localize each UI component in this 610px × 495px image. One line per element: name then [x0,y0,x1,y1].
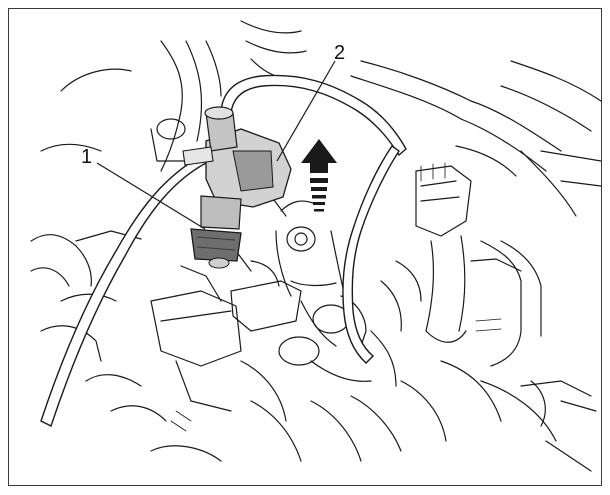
purge-valve-assembly [182,106,292,269]
vacuum-hose [40,74,407,427]
direction-arrow-up [301,139,337,212]
illustration-frame: .ln { fill: none; stroke: #1a1a1a; strok… [8,8,602,486]
engine-bay-illustration: .ln { fill: none; stroke: #1a1a1a; strok… [30,20,601,472]
callout-2: 2 [334,42,345,64]
engine-background-linework [30,20,601,472]
callout-1: 1 [81,146,92,168]
callout-leaders [96,60,336,230]
